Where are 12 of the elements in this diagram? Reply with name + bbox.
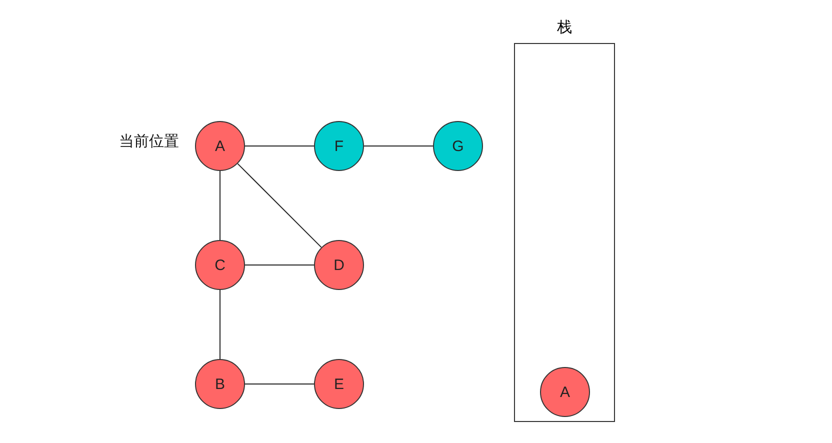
connector-line <box>237 163 322 248</box>
node-circle: G <box>433 121 483 171</box>
stack-heading: 栈 <box>557 19 572 36</box>
node-circle: E <box>314 359 364 409</box>
node-circle: B <box>195 359 245 409</box>
node-caption: 当前位置 <box>119 132 179 151</box>
node-circle: A <box>540 367 590 417</box>
node-circle: D <box>314 240 364 290</box>
node-circle: A <box>195 121 245 171</box>
node-circle: C <box>195 240 245 290</box>
connector-line <box>244 264 314 266</box>
node-circle: F <box>314 121 364 171</box>
